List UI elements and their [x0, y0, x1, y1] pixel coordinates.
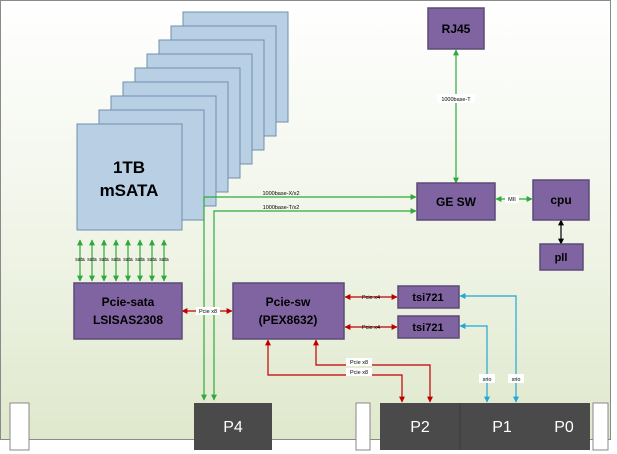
- tsi721-bottom-block: tsi721: [397, 315, 460, 339]
- bottom-eth-label: 1000base-T/x2: [263, 205, 300, 211]
- pcie-x8-a-label-bg: [346, 358, 372, 366]
- tsi721-top-label: tsi721: [412, 292, 443, 304]
- rj45-link-label: 1000base-T: [441, 97, 471, 103]
- gesw-label: GE SW: [436, 195, 477, 209]
- gesw-block: GE SW: [416, 182, 496, 221]
- connector-p2-p0: [380, 403, 590, 450]
- sata-lane-label: sata: [99, 257, 109, 263]
- srio-link-left: [459, 323, 490, 403]
- pcie-x8-a-label: Pcie x8: [350, 360, 368, 366]
- connector-p2-label: P2: [410, 419, 430, 436]
- pcie-x4-top-label: Pcie x4: [362, 295, 380, 301]
- cpu-block: cpu: [532, 179, 590, 221]
- pciesw-block: Pcie-sw (PEX8632): [232, 282, 345, 340]
- tsi721-bottom-label: tsi721: [412, 322, 443, 334]
- tsi721-top-block: tsi721: [397, 285, 460, 309]
- msata-stack: 1TB mSATA: [76, 11, 289, 231]
- sata-lane-label: sata: [147, 257, 157, 263]
- rj45-link-label-bg: [437, 94, 475, 103]
- sata-lane-label: sata: [159, 257, 169, 263]
- cpu-label: cpu: [550, 193, 571, 207]
- msata-capacity: 1TB: [113, 158, 145, 177]
- pll-block: pll: [539, 243, 584, 271]
- pcie-x8-b-label-bg: [346, 368, 372, 376]
- connector-p4: [194, 403, 272, 450]
- sata-lane-label: sata: [135, 257, 145, 263]
- srio-right-label: srio: [512, 377, 521, 383]
- pcie-x4-bottom-label: Pcie x4: [362, 325, 380, 331]
- ethernet-links: [201, 49, 459, 401]
- srio-right-label-bg: [508, 374, 524, 383]
- pcie-x8-sata-label-bg: [196, 307, 220, 315]
- mii-label: MII: [508, 197, 516, 203]
- connector-p0-label: P0: [554, 419, 574, 436]
- top-eth-label: 1000base-X/x2: [263, 191, 300, 197]
- pciesata-label: Pcie-sata: [102, 295, 155, 309]
- pciesw-chip: (PEX8632): [259, 313, 318, 327]
- sata-lane-label: sata: [123, 257, 133, 263]
- pcie-x8-sata-label: Pcie x8: [199, 309, 217, 315]
- srio-left-label: srio: [483, 377, 492, 383]
- pciesata-block: Pcie-sata LSISAS2308: [73, 282, 183, 340]
- pcie-x8-p2-link-b: [313, 339, 433, 403]
- srio-link-right: [459, 293, 519, 403]
- left-guide-tab: [9, 402, 30, 451]
- middle-guide-tab: [355, 402, 371, 451]
- mii-label-bg: [505, 195, 519, 203]
- pciesata-chip: LSISAS2308: [93, 313, 163, 327]
- sata-lanes: [77, 239, 167, 282]
- pcie-x8-b-label: Pcie x8: [350, 370, 368, 376]
- connector-p1-label: P1: [492, 419, 512, 436]
- pciesw-label: Pcie-sw: [266, 295, 311, 309]
- msata-label: mSATA: [100, 181, 159, 200]
- sata-lane-label: sata: [111, 257, 121, 263]
- sata-lane-label: sata: [75, 257, 85, 263]
- msata-front-card: [76, 123, 183, 231]
- connectors: P4 P2 P1 P0: [194, 403, 590, 450]
- right-guide-tab: [592, 402, 609, 451]
- srio-left-label-bg: [479, 374, 495, 383]
- pll-label: pll: [555, 252, 568, 264]
- pcie-x8-p2-link-a: [265, 339, 405, 403]
- sata-lane-labels: sata sata sata sata sata sata sata sata: [75, 257, 169, 263]
- rj45-block: RJ45: [427, 7, 485, 50]
- rj45-label: RJ45: [442, 22, 471, 36]
- connector-p4-label: P4: [223, 419, 243, 436]
- sata-lane-label: sata: [87, 257, 97, 263]
